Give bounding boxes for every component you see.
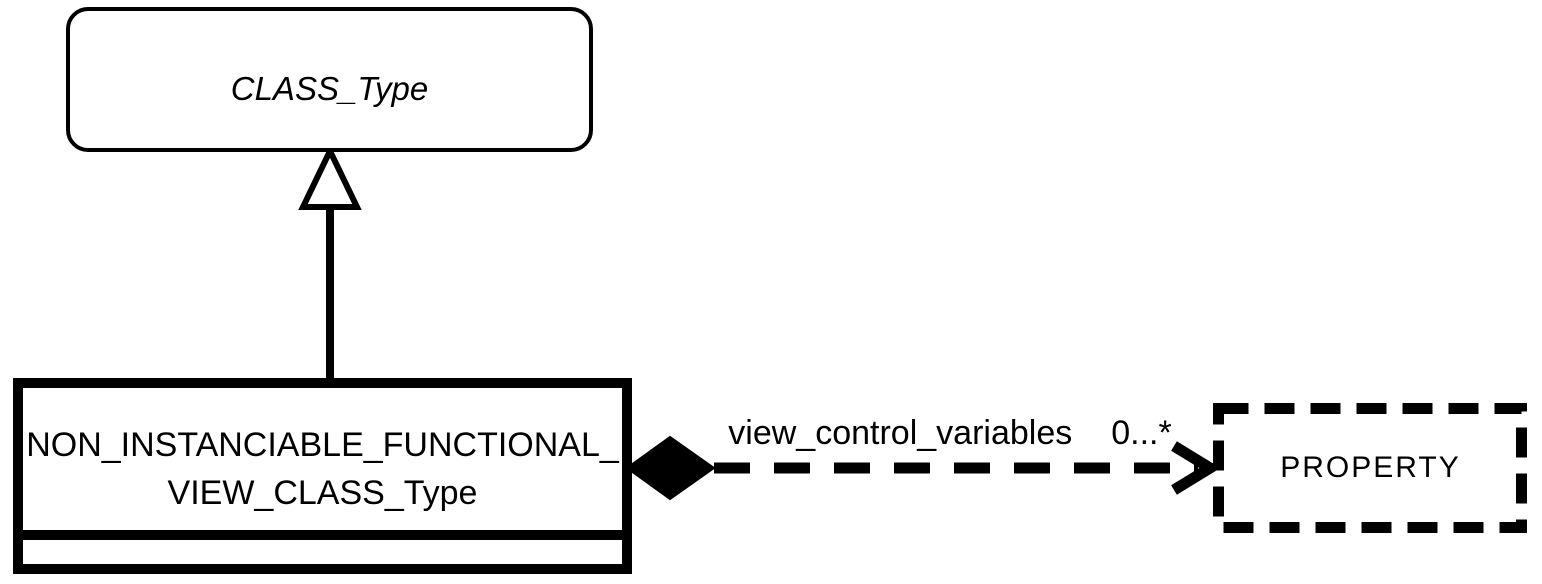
class-node-functional-view-title: NON_INSTANCIABLE_FUNCTIONAL_ VIEW_CLASS_…: [23, 388, 622, 530]
class-node-property-label: PROPERTY: [1280, 451, 1461, 484]
class-node-class-type-label: CLASS_Type: [230, 69, 429, 107]
association-open-arrowhead: [1171, 441, 1221, 495]
attributes-compartment-empty: [23, 540, 622, 564]
compartment-divider: [23, 530, 622, 540]
class-node-property: PROPERTY: [1213, 403, 1528, 533]
association-label: view_control_variables 0...*: [700, 415, 1200, 451]
class-node-functional-view-label-line2: VIEW_CLASS_Type: [167, 474, 478, 512]
association-role-name: view_control_variables: [728, 414, 1073, 452]
association-multiplicity: 0...*: [1111, 414, 1172, 452]
class-node-functional-view: NON_INSTANCIABLE_FUNCTIONAL_ VIEW_CLASS_…: [13, 378, 632, 574]
generalization-triangle-marker: [298, 144, 362, 210]
class-node-functional-view-label-line1: NON_INSTANCIABLE_FUNCTIONAL_: [26, 426, 619, 464]
class-node-class-type: CLASS_Type: [66, 7, 593, 152]
property-node-border: [1213, 403, 1527, 533]
